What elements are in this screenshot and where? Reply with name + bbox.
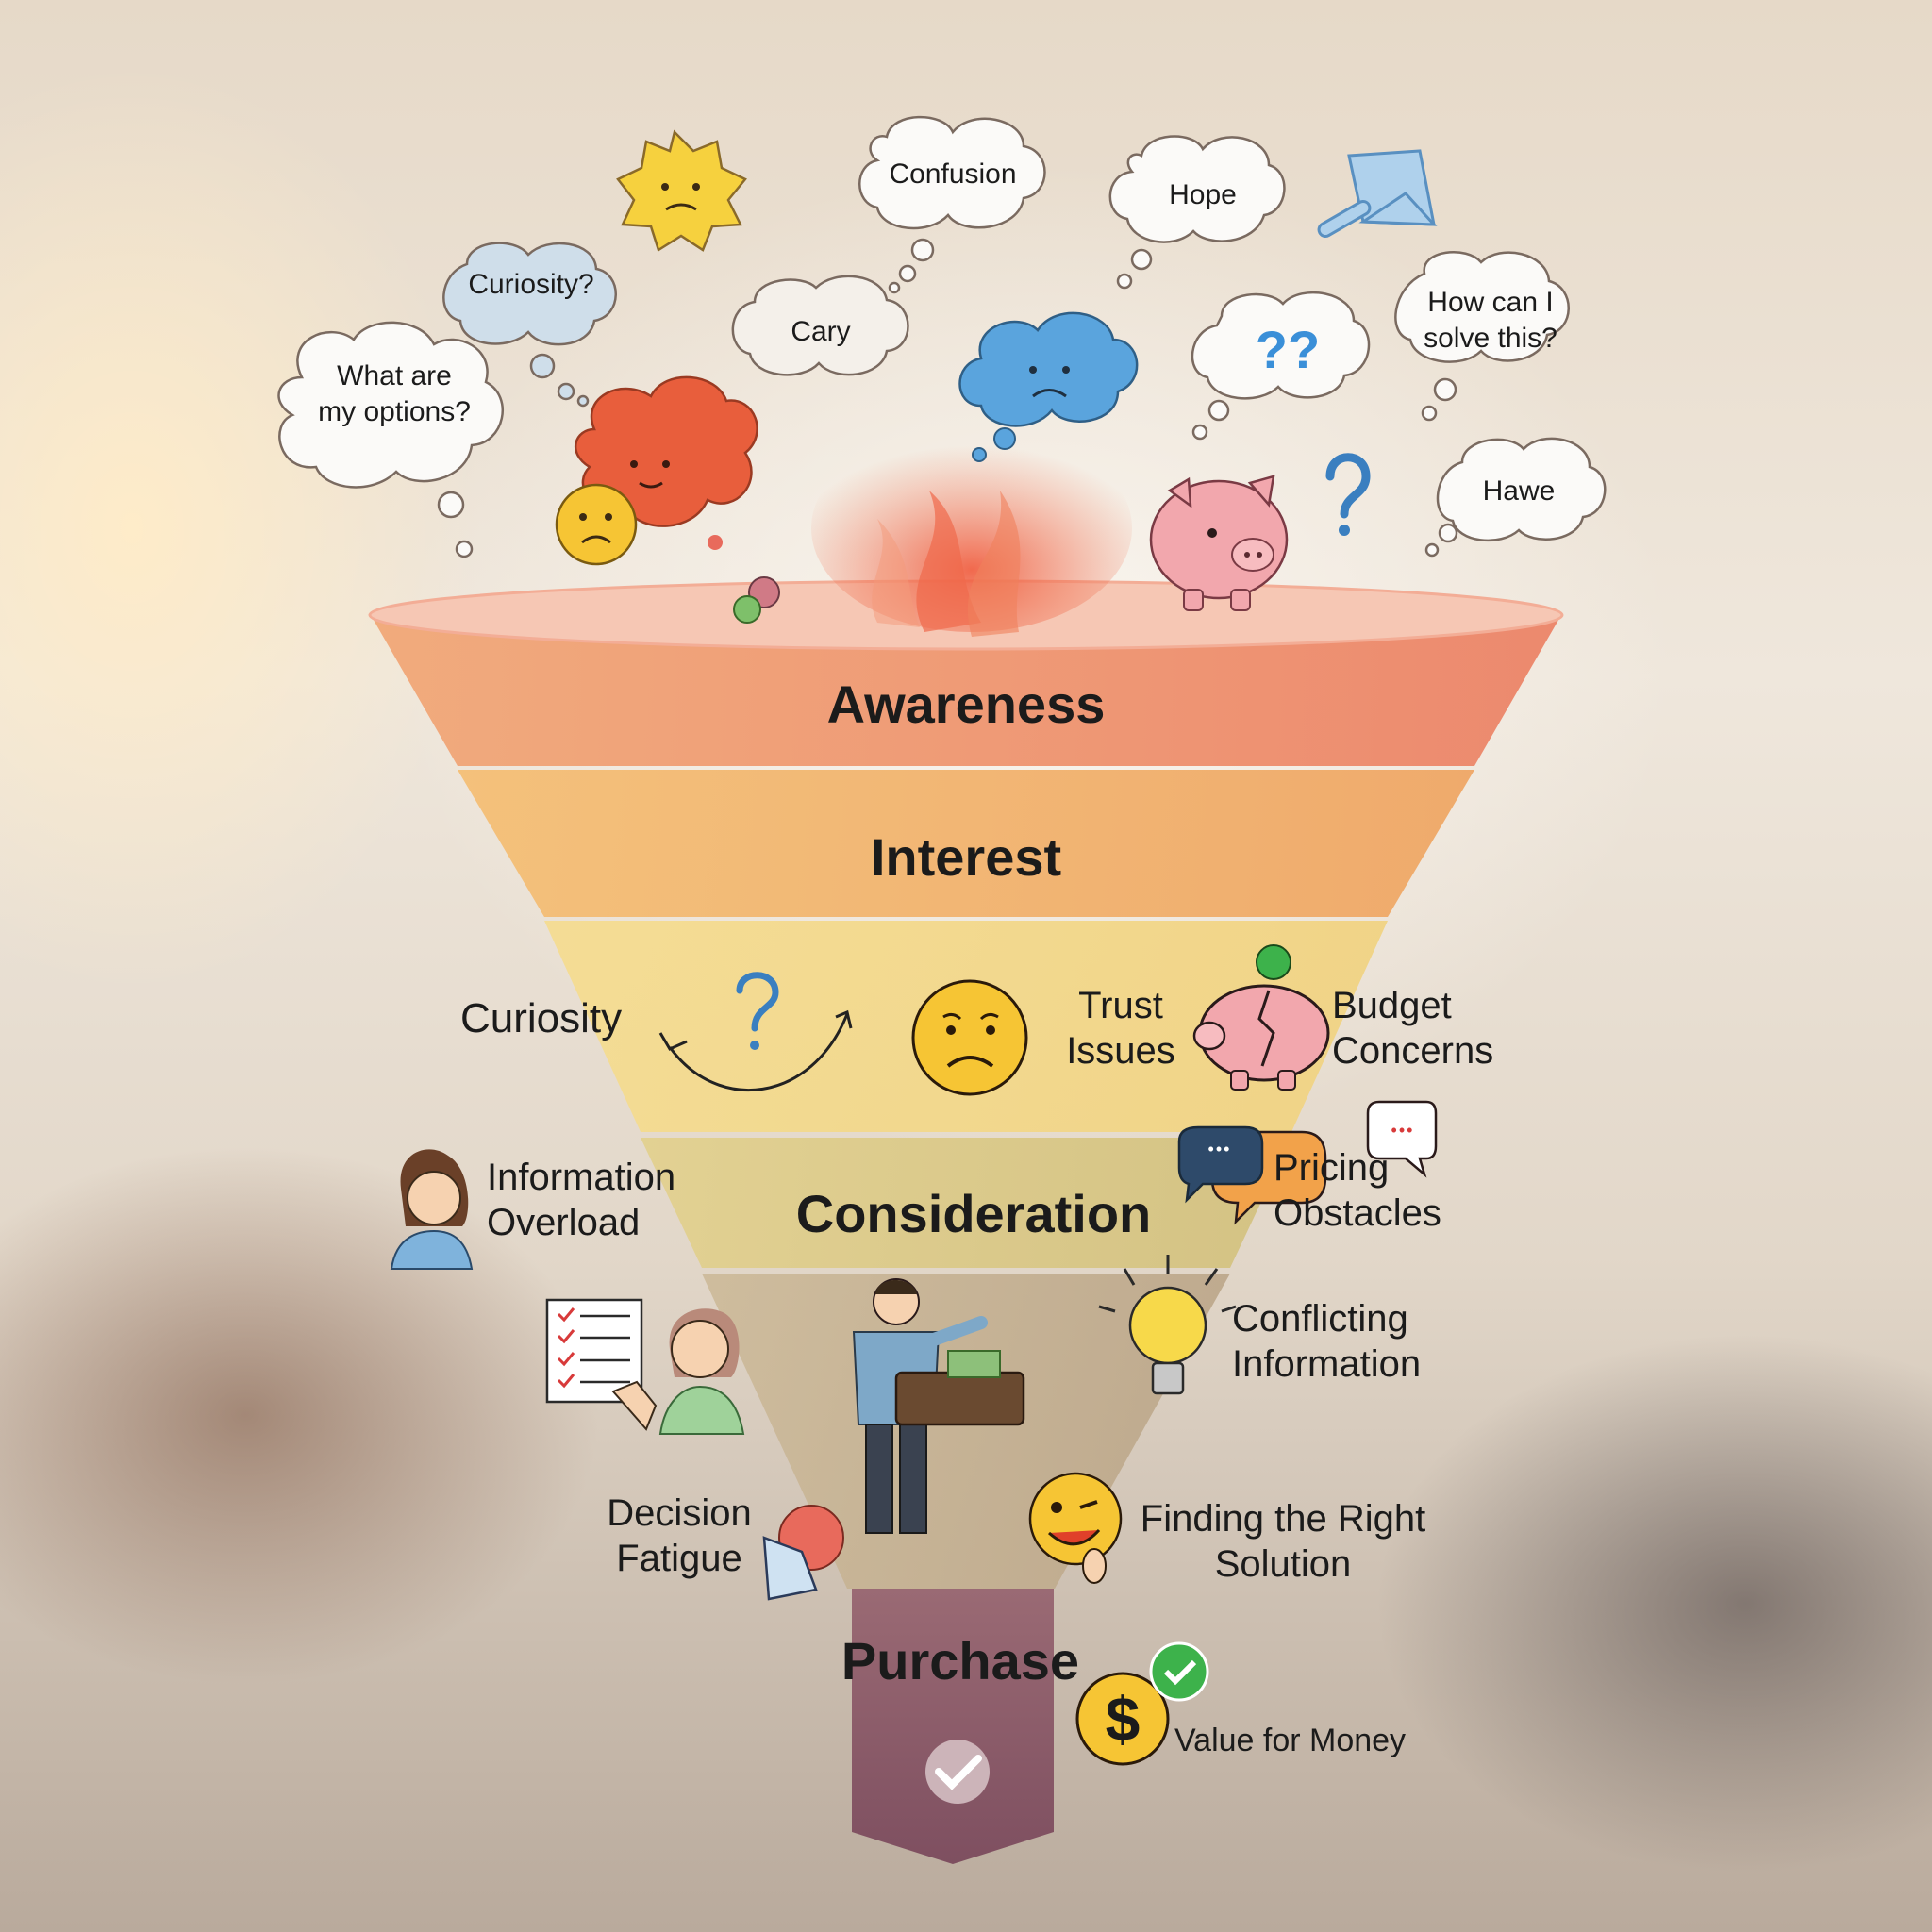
bubble-curiosity-text: Curiosity?: [468, 269, 594, 300]
dollar-sign-glyph: $: [1105, 1684, 1141, 1754]
bubble-hawe-text: Hawe: [1482, 475, 1556, 507]
lightbulb-icon: [1098, 1255, 1237, 1395]
chat-ellipsis-glyph: •••: [1208, 1140, 1232, 1158]
label-trust-issues: Trust Issues: [1066, 985, 1175, 1072]
stage-interest-label: Interest: [870, 827, 1062, 887]
bubble-question-marks-text: ??: [1255, 320, 1321, 379]
label-curiosity: Curiosity: [460, 995, 623, 1041]
thought-bubble-cary: [731, 275, 909, 376]
label-decision-fatigue: Decision Fatigue: [607, 1492, 752, 1579]
woman-thinking-icon: [611, 1308, 745, 1435]
stage-consideration-label: Consideration: [795, 1184, 1152, 1243]
question-mark-icon: [1325, 453, 1371, 536]
worried-emoji-icon: [911, 979, 1028, 1096]
label-information-overload: Information Overload: [487, 1157, 676, 1243]
checklist-icon: [545, 1298, 643, 1404]
funnel-band-awareness: [371, 615, 1561, 766]
funnel-band-consideration: [641, 1138, 1291, 1268]
label-value-for-money: Value for Money: [1174, 1723, 1407, 1758]
thought-bubble-hawe: [1424, 437, 1607, 558]
label-finding-right-solution: Finding the Right Solution: [1140, 1498, 1426, 1585]
thought-bubble-hope: [1108, 135, 1286, 290]
stage-purchase-label: Purchase: [841, 1631, 1080, 1690]
label-pricing-obstacles: Pricing Obstacles: [1274, 1147, 1441, 1234]
bubble-how-can-i-solve-text: How can I solve this?: [1424, 287, 1557, 354]
tongue-out-emoji-icon: [1028, 1472, 1123, 1584]
bubble-what-are-my-options-text: What are my options?: [318, 360, 471, 427]
bubble-confusion-text: Confusion: [889, 158, 1017, 190]
bubble-hope-text: Hope: [1169, 179, 1237, 210]
piggy-bank-icon: [1149, 475, 1289, 611]
bubble-cary-text: Cary: [791, 316, 851, 347]
label-budget-concerns: Budget Concerns: [1332, 985, 1494, 1072]
dollar-coin-icon: [1075, 1672, 1170, 1766]
chat-ellipsis-glyph-red: •••: [1391, 1121, 1415, 1140]
small-balls-icon: [708, 535, 780, 624]
thought-bubble-what-are-my-options: [277, 321, 504, 558]
thought-bubble-confusion: [858, 115, 1046, 294]
blue-sad-cloud-icon: [958, 311, 1139, 462]
red-cloud-face-icon: [574, 375, 758, 527]
green-check-icon: [1149, 1641, 1209, 1702]
tangled-mind-icon: [762, 1505, 844, 1601]
funnel-band-interest: [458, 770, 1474, 917]
cracked-piggy-bank-icon: [1192, 944, 1330, 1091]
blue-scoop-icon: [1317, 149, 1438, 238]
thought-bubble-question-marks: [1191, 291, 1371, 441]
flame-smoke-icon: [811, 425, 1132, 637]
curiosity-arrows-icon: [658, 972, 853, 1091]
funnel-spout-purchase: [852, 1589, 1054, 1864]
thought-bubble-curiosity: [442, 242, 617, 408]
thought-bubble-how-can-i-solve: [1394, 251, 1570, 422]
stage-awareness-label: Awareness: [826, 675, 1106, 734]
worried-sun-face-icon: [616, 129, 747, 252]
man-with-wallet-icon: [852, 1278, 1025, 1534]
purchase-check-icon: [925, 1740, 990, 1804]
label-conflicting-information: Conflicting Information: [1232, 1298, 1422, 1385]
chat-bubbles-icon: [1177, 1100, 1438, 1225]
woman-avatar-icon: [390, 1149, 474, 1270]
sad-emoji-icon: [555, 483, 638, 566]
